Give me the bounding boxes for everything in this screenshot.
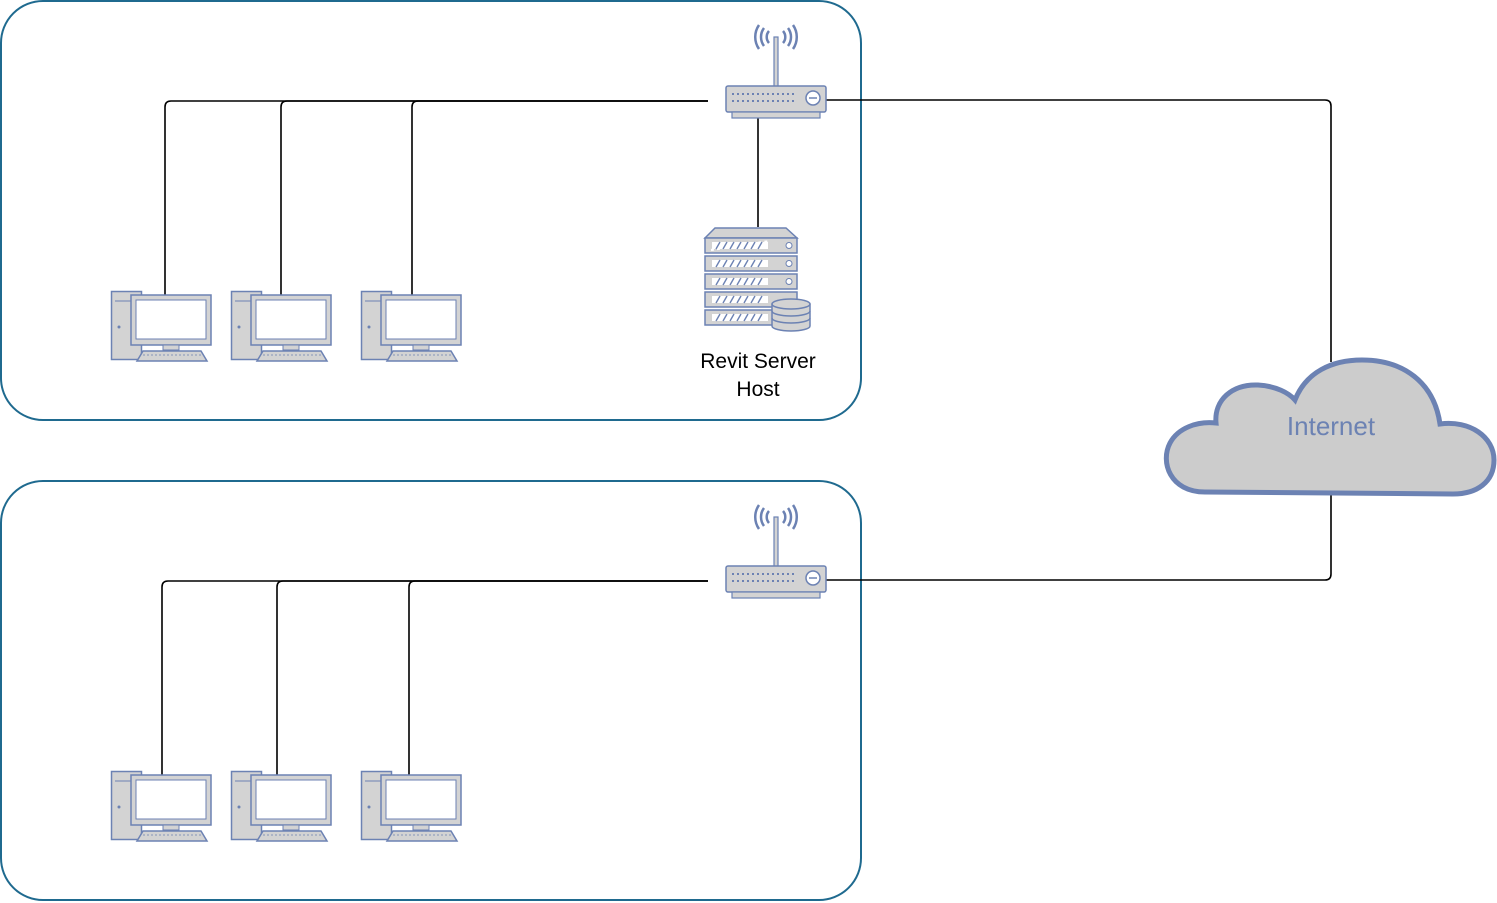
- desktop-pc-icon: [110, 290, 212, 362]
- link-pc-5: [276, 580, 708, 775]
- site-1-boundary: [0, 0, 862, 421]
- link-pc-1: [164, 100, 708, 295]
- server-label-line-2: Host: [736, 378, 779, 401]
- desktop-pc-icon: [360, 770, 462, 842]
- desktop-pc-icon: [110, 770, 212, 842]
- site-2-boundary: [0, 480, 862, 901]
- site-1-links: [164, 99, 1332, 362]
- server-label-line-1: Revit Server: [700, 350, 816, 373]
- link-router-2-internet: [808, 495, 1332, 581]
- database-server-icon: [703, 227, 811, 332]
- cloud-label: Internet: [1287, 411, 1376, 441]
- site-2-links: [161, 495, 1332, 775]
- link-pc-4: [161, 580, 708, 775]
- link-router-1-internet: [808, 99, 1332, 362]
- link-pc-6: [408, 580, 708, 775]
- cloud-icon: [1163, 357, 1497, 497]
- desktop-pc-icon: [360, 290, 462, 362]
- desktop-pc-icon: [230, 770, 332, 842]
- link-pc-2: [280, 100, 708, 295]
- router-site-1-icon: [724, 23, 828, 120]
- desktop-pc-icon: [230, 290, 332, 362]
- router-site-2-icon: [724, 503, 828, 600]
- link-pc-3: [411, 100, 708, 295]
